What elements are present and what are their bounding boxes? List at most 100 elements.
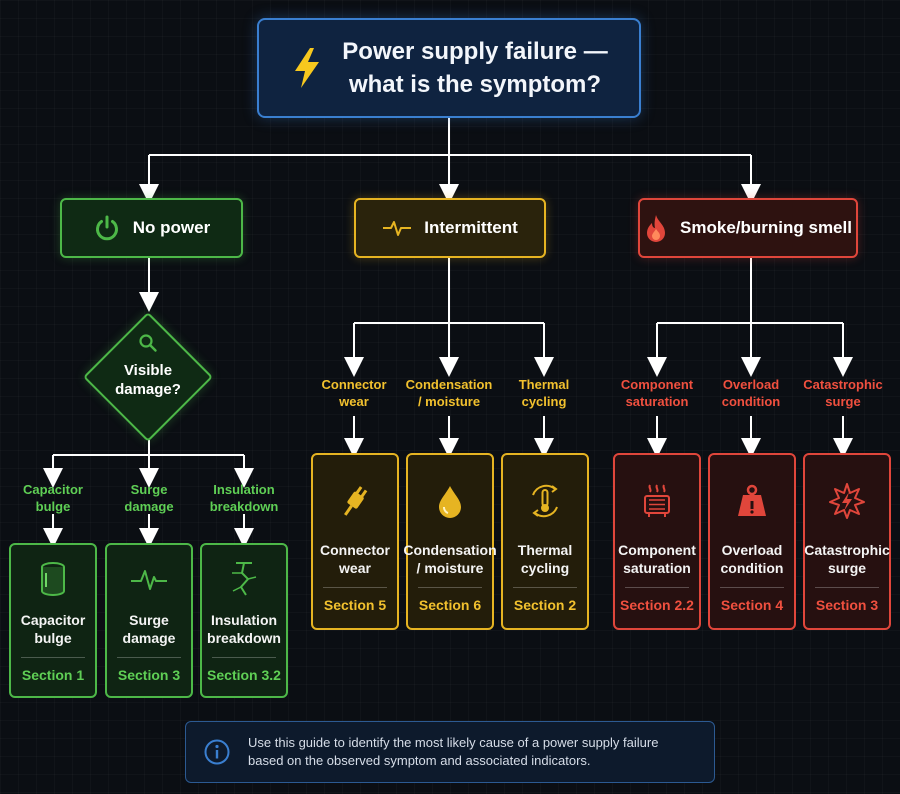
leaf-title-line2: surge <box>827 560 867 576</box>
pulse-icon <box>383 221 412 236</box>
leaf-title: Connector wear <box>320 541 390 577</box>
leaf-divider <box>117 657 181 658</box>
leaf-divider <box>323 587 387 588</box>
branch-label-line: wear <box>339 394 369 409</box>
leaf-title-line1: Surge <box>129 612 169 628</box>
branch-label-line: Surge <box>130 482 168 497</box>
leaf-section-link[interactable]: Section 4 <box>720 597 784 613</box>
branch-label-line: Catastrophic <box>803 377 883 392</box>
root-title-line1: Power supply failure — <box>342 38 608 65</box>
leaf-surge-damage: Surge damage Section 3 <box>105 543 193 698</box>
leaf-title-line1: Overload <box>721 542 783 558</box>
branch-label-line: bulge <box>35 499 71 514</box>
branch-label-line: Overload <box>722 377 780 392</box>
leaf-overload-condition: Overload condition Section 4 <box>708 453 796 630</box>
branch-label-catastrophic-surge: Catastrophic surge <box>793 376 893 410</box>
lightning-icon <box>295 48 320 88</box>
root-title: Power supply failure — what is the sympt… <box>342 35 607 101</box>
category-no-power: No power <box>60 198 243 258</box>
branch-label-line: breakdown <box>209 499 279 514</box>
leaf-title: Condensation / moisture <box>403 541 496 577</box>
leaf-divider <box>720 587 784 588</box>
weight-icon <box>738 484 766 516</box>
leaf-title-line1: Thermal <box>517 542 573 558</box>
leaf-component-saturation: Component saturation Section 2.2 <box>613 453 701 630</box>
leaf-divider <box>418 587 482 588</box>
decision-line2: damage? <box>115 381 181 398</box>
decision-visible-damage: Visible damage? <box>82 311 214 443</box>
leaf-title-line1: Capacitor <box>20 612 86 628</box>
leaf-catastrophic-surge: Catastrophic surge Section 3 <box>803 453 891 630</box>
leaf-divider <box>212 657 276 658</box>
flame-icon <box>647 215 666 242</box>
branch-label-line: Condensation <box>405 377 493 392</box>
leaf-thermal-cycling: Thermal cycling Section 2 <box>501 453 589 630</box>
branch-label-component-saturation: Component saturation <box>607 376 707 410</box>
leaf-section-link[interactable]: Section 3.2 <box>207 667 281 683</box>
info-icon <box>204 739 230 765</box>
cracked-insulation-icon <box>232 562 257 596</box>
category-smoke-burning: Smoke/burning smell <box>638 198 858 258</box>
branch-label-overload-condition: Overload condition <box>701 376 801 410</box>
leaf-title-line2: wear <box>339 560 371 576</box>
root-question-node: Power supply failure — what is the sympt… <box>257 18 641 118</box>
leaf-section-link[interactable]: Section 2 <box>513 597 577 613</box>
leaf-title-line1: Catastrophic <box>804 542 890 558</box>
category-smoke-burning-label: Smoke/burning smell <box>680 218 852 237</box>
decision-line1: Visible <box>123 362 173 379</box>
leaf-title-line1: Insulation <box>210 612 278 628</box>
branch-label-line: damage <box>124 499 174 514</box>
decision-text: Visible damage? <box>82 361 214 399</box>
leaf-title-line2: breakdown <box>207 630 281 646</box>
leaf-divider <box>21 657 85 658</box>
branch-label-line: / moisture <box>417 394 481 409</box>
branch-label-line: cycling <box>521 394 567 409</box>
leaf-title-line2: / moisture <box>416 560 484 576</box>
branch-label-line: Thermal <box>518 377 570 392</box>
leaf-title: Thermal cycling <box>518 541 572 577</box>
thermometer-cycle-icon <box>532 484 558 518</box>
branch-label-connector-wear: Connector wear <box>304 376 404 410</box>
root-title-line2: what is the symptom? <box>348 71 602 98</box>
leaf-title-line1: Connector <box>320 542 390 558</box>
info-line2: based on the observed symptom and associ… <box>248 753 591 768</box>
branch-label-insulation-breakdown: Insulation breakdown <box>194 481 294 515</box>
burst-icon <box>829 483 865 519</box>
water-drop-icon <box>439 486 461 518</box>
magnifier-icon <box>139 334 157 352</box>
leaf-title: Insulation breakdown <box>207 611 281 647</box>
category-intermittent-label: Intermittent <box>424 218 518 237</box>
leaf-title-line1: Condensation <box>403 542 497 558</box>
leaf-title: Overload condition <box>721 541 784 577</box>
leaf-divider <box>815 587 879 588</box>
leaf-capacitor-bulge: Capacitor bulge Section 1 <box>9 543 97 698</box>
leaf-title-line2: condition <box>720 560 784 576</box>
leaf-divider <box>513 587 577 588</box>
leaf-section-link[interactable]: Section 1 <box>21 667 85 683</box>
branch-label-line: Component <box>620 377 694 392</box>
branch-label-condensation: Condensation / moisture <box>399 376 499 410</box>
leaf-section-link[interactable]: Section 3 <box>815 597 879 613</box>
leaf-connector-wear: Connector wear Section 5 <box>311 453 399 630</box>
info-line1: Use this guide to identify the most like… <box>248 735 659 750</box>
leaf-title: Surge damage <box>123 611 176 647</box>
category-no-power-label: No power <box>132 218 211 237</box>
leaf-condensation-moisture: Condensation / moisture Section 6 <box>403 453 497 630</box>
leaf-title-line2: saturation <box>623 560 691 576</box>
leaf-title: Catastrophic surge <box>804 541 890 577</box>
leaf-section-link[interactable]: Section 5 <box>323 597 387 613</box>
capacitor-icon <box>41 562 65 596</box>
leaf-title-line2: bulge <box>34 630 72 646</box>
leaf-title: Component saturation <box>618 541 696 577</box>
leaf-section-link[interactable]: Section 2.2 <box>620 597 694 613</box>
power-icon <box>95 215 118 241</box>
branch-label-surge-damage: Surge damage <box>99 481 199 515</box>
waveform-icon <box>131 570 167 590</box>
branch-label-line: Connector <box>321 377 387 392</box>
leaf-section-link[interactable]: Section 6 <box>418 597 482 613</box>
leaf-section-link[interactable]: Section 3 <box>117 667 181 683</box>
info-text: Use this guide to identify the most like… <box>248 734 688 770</box>
branch-label-capacitor-bulge: Capacitor bulge <box>3 481 103 515</box>
leaf-title-line2: cycling <box>520 560 570 576</box>
leaf-divider <box>625 587 689 588</box>
